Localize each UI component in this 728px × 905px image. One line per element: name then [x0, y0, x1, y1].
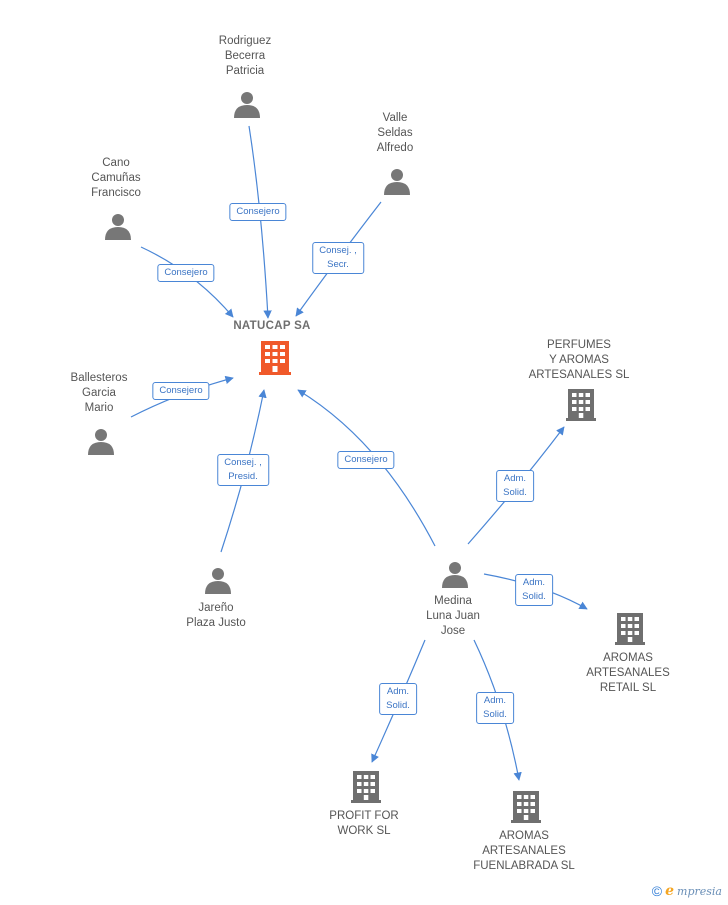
node-label-ballesteros[interactable]: Ballesteros Garcia Mario [70, 372, 128, 414]
node-label-aromas-fuen[interactable]: AROMAS ARTESANALES FUENLABRADA SL [473, 830, 575, 872]
node-label-valle[interactable]: Valle Seldas Alfredo [376, 112, 414, 154]
person-icon-jareno [205, 568, 231, 594]
edge-label-cano-natucap: Consejero [157, 264, 215, 282]
building-icon-profit [351, 771, 381, 803]
node-label-profit[interactable]: PROFIT FOR WORK SL [329, 810, 399, 837]
building-icon-perfumes [566, 389, 596, 421]
person-icon-ballesteros [88, 429, 114, 455]
person-icon-medina [442, 562, 468, 588]
person-icon-cano [105, 214, 131, 240]
edge-label-medina-aromas-retail: Adm. Solid. [515, 574, 553, 606]
node-label-aromas-retail[interactable]: AROMAS ARTESANALES RETAIL SL [586, 652, 670, 694]
edge-label-medina-profit: Adm. Solid. [379, 683, 417, 715]
edge-label-rodriguez-natucap: Consejero [229, 203, 287, 221]
edge-label-jareno-natucap: Consej. , Presid. [217, 454, 269, 486]
edge-label-medina-natucap: Consejero [337, 451, 395, 469]
building-icon-aromas-retail [615, 613, 645, 645]
building-icon-natucap [259, 341, 291, 375]
person-icon-valle [384, 169, 410, 195]
edge-label-valle-natucap: Consej. , Secr. [312, 242, 364, 274]
edge-label-medina-aromas-fuen: Adm. Solid. [476, 692, 514, 724]
node-label-jareno[interactable]: Jareño Plaza Justo [186, 602, 246, 629]
node-label-medina[interactable]: Medina Luna Juan Jose [426, 595, 480, 637]
copyright-icon: © [651, 883, 663, 899]
edge-cano-natucap [140, 246, 234, 318]
edge-label-medina-perfumes: Adm. Solid. [496, 470, 534, 502]
node-label-cano[interactable]: Cano Camuñas Francisco [91, 157, 141, 199]
brand-name: mpresia [677, 884, 722, 898]
node-label-perfumes[interactable]: PERFUMES Y AROMAS ARTESANALES SL [528, 339, 630, 381]
edge-label-ballesteros-natucap: Consejero [152, 382, 210, 400]
brand-initial: e [665, 883, 675, 899]
edge-rodriguez-natucap [248, 125, 272, 319]
person-icon-rodriguez [234, 92, 260, 118]
node-label-natucap[interactable]: NATUCAP SA [233, 320, 311, 332]
node-label-rodriguez[interactable]: Rodriguez Becerra Patricia [218, 35, 272, 77]
building-icon-aromas-fuen [511, 791, 541, 823]
